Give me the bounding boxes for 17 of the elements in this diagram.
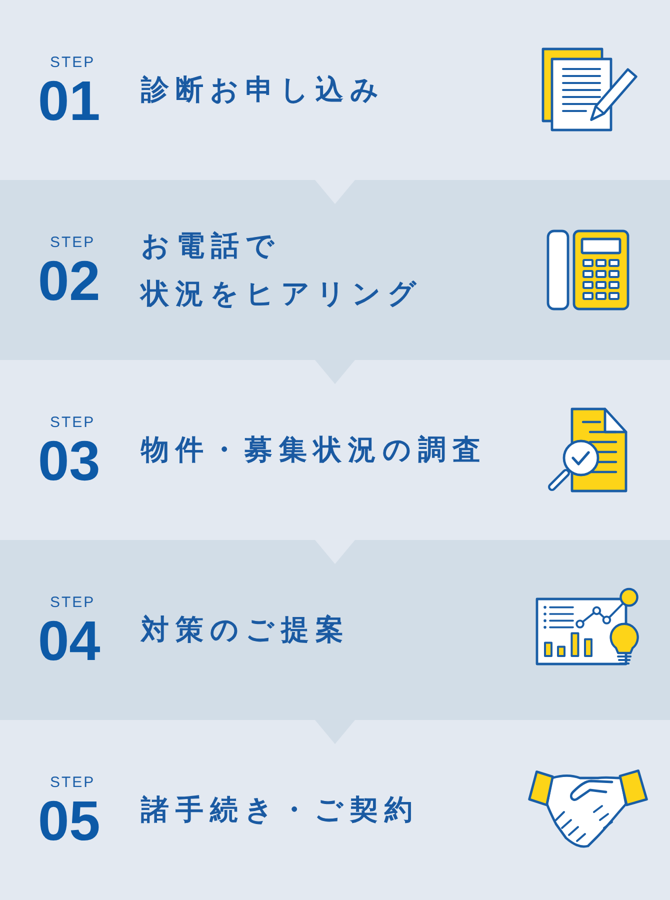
step-title: 諸手続き・ご契約: [141, 792, 419, 828]
step-band: [0, 540, 670, 720]
step-label: STEP: [50, 54, 96, 71]
step-title: 診断お申し込み: [141, 72, 386, 108]
step-number: 04: [38, 613, 100, 669]
step-number: 05: [38, 793, 100, 849]
step-title: 対策のご提案: [141, 612, 350, 648]
step-label: STEP: [50, 234, 96, 251]
step-title: 物件・募集状況の調査: [141, 432, 487, 468]
step-number: 03: [38, 433, 100, 489]
step-label: STEP: [50, 594, 96, 611]
step-number: 01: [38, 73, 100, 129]
step-band: [0, 180, 670, 360]
step-label: STEP: [50, 414, 96, 431]
step-number: 02: [38, 253, 100, 309]
step-label: STEP: [50, 774, 96, 791]
step-title: お電話で状況をヒアリング: [141, 228, 423, 312]
